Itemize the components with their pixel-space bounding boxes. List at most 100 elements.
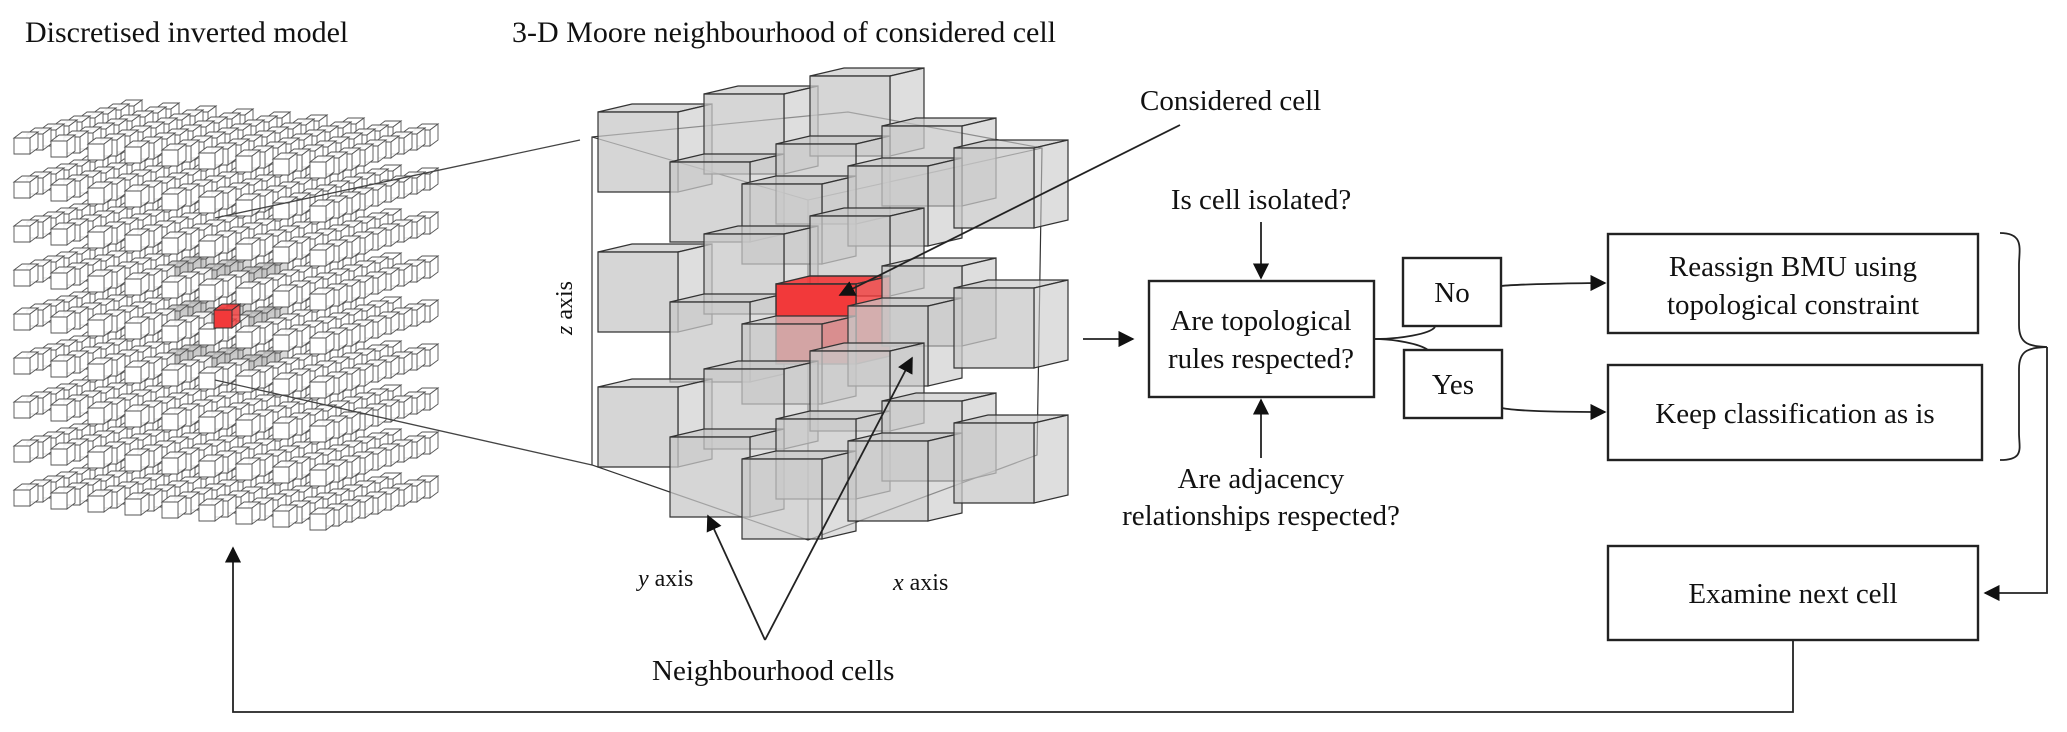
model-cell [308, 463, 336, 487]
model-cell [12, 175, 40, 199]
moore-neighbour-cell [953, 414, 1069, 504]
model-cell [271, 460, 299, 484]
model-cell [49, 354, 77, 378]
model-cell [234, 457, 262, 481]
model-cell [234, 325, 262, 349]
model-cell [271, 328, 299, 352]
question-adjacency-line-2: relationships respected? [1122, 500, 1400, 532]
model-cell [12, 351, 40, 375]
model-cell [234, 281, 262, 305]
model-cell [160, 363, 188, 387]
question-isolated: Is cell isolated? [1171, 184, 1351, 216]
moore-neighbour-cell [741, 450, 857, 540]
model-cell [160, 407, 188, 431]
model-cell [271, 504, 299, 528]
moore-neighbourhood-cube [591, 67, 1069, 541]
model-cell [271, 416, 299, 440]
branch-no-label: No [1434, 277, 1469, 309]
model-cell [234, 149, 262, 173]
title-moore-neighbourhood: 3-D Moore neighbourhood of considered ce… [512, 16, 1056, 49]
neighbourhood-cells-label: Neighbourhood cells [652, 655, 894, 687]
neighbourhood-arrow-left [706, 514, 766, 641]
moore-neighbour-cell [953, 139, 1069, 229]
model-cell [123, 404, 151, 428]
model-cell [123, 492, 151, 516]
model-cell [12, 263, 40, 287]
model-cell [123, 448, 151, 472]
examine-next-cell-label: Examine next cell [1688, 578, 1897, 610]
zoom-connector-top [214, 139, 581, 219]
considered-cell-label: Considered cell [1140, 85, 1321, 117]
model-cell [160, 495, 188, 519]
brace-to-next-arrow [1983, 347, 2048, 602]
neighbourhood-arrow-right [764, 356, 913, 641]
model-cell [86, 357, 114, 381]
model-cell [308, 507, 336, 531]
keep-classification-label: Keep classification as is [1655, 398, 1934, 430]
model-cell [86, 137, 114, 161]
branch-curve-yes [1373, 338, 1429, 351]
model-cell [12, 395, 40, 419]
model-cell [160, 275, 188, 299]
title-discretised-model: Discretised inverted model [25, 16, 348, 49]
model-cell [308, 199, 336, 223]
model-cell [160, 451, 188, 475]
model-cell [123, 360, 151, 384]
model-cell [308, 375, 336, 399]
model-cell [197, 190, 225, 214]
considered-cell-arrow [838, 124, 1181, 296]
model-cell [308, 419, 336, 443]
model-considered-cell [212, 303, 242, 329]
model-cell [12, 219, 40, 243]
model-cell [123, 228, 151, 252]
model-cell [123, 140, 151, 164]
model-cell [160, 231, 188, 255]
model-cell [49, 178, 77, 202]
branch-yes-box[interactable]: Yes [1402, 348, 1504, 420]
model-cell [271, 240, 299, 264]
z-axis-label: z axis [552, 281, 578, 336]
model-cell [49, 398, 77, 422]
decision-line-1: Are topological [1170, 305, 1351, 337]
examine-next-cell-box[interactable]: Examine next cell [1606, 544, 1980, 642]
model-cell [308, 243, 336, 267]
model-cell [86, 225, 114, 249]
group-brace [1999, 232, 2048, 461]
zoom-connector-bottom [214, 379, 593, 466]
model-cell [308, 331, 336, 355]
model-cell [308, 155, 336, 179]
branch-curve-no [1373, 326, 1436, 340]
model-cell [197, 278, 225, 302]
model-cell [234, 501, 262, 525]
model-cell [12, 483, 40, 507]
branch-yes-label: Yes [1432, 369, 1474, 401]
y-axis-label: y axis [636, 566, 693, 592]
keep-classification-box[interactable]: Keep classification as is [1606, 363, 1984, 462]
model-cell [49, 222, 77, 246]
model-cell [86, 313, 114, 337]
branch-no-box[interactable]: No [1401, 256, 1503, 328]
model-cell [197, 498, 225, 522]
model-cell [49, 134, 77, 158]
model-cell [197, 146, 225, 170]
model-cell [197, 454, 225, 478]
yes-to-keep-arrow [1501, 403, 1607, 421]
model-cell [86, 489, 114, 513]
reassign-bmu-box[interactable]: Reassign BMU using topological constrain… [1606, 232, 1980, 335]
decision-box[interactable]: Are topological rules respected? [1147, 279, 1376, 399]
discretised-model-grid [12, 99, 440, 531]
model-cell [123, 316, 151, 340]
model-cell [271, 196, 299, 220]
model-cell [160, 319, 188, 343]
model-cell [86, 401, 114, 425]
moore-neighbour-cell [953, 279, 1069, 369]
model-cell [234, 413, 262, 437]
model-cell [160, 143, 188, 167]
model-cell [197, 410, 225, 434]
question-adjacency-line-1: Are adjacency [1178, 463, 1345, 495]
model-cell [308, 287, 336, 311]
model-cell [86, 445, 114, 469]
model-cell [49, 442, 77, 466]
model-cell [123, 184, 151, 208]
